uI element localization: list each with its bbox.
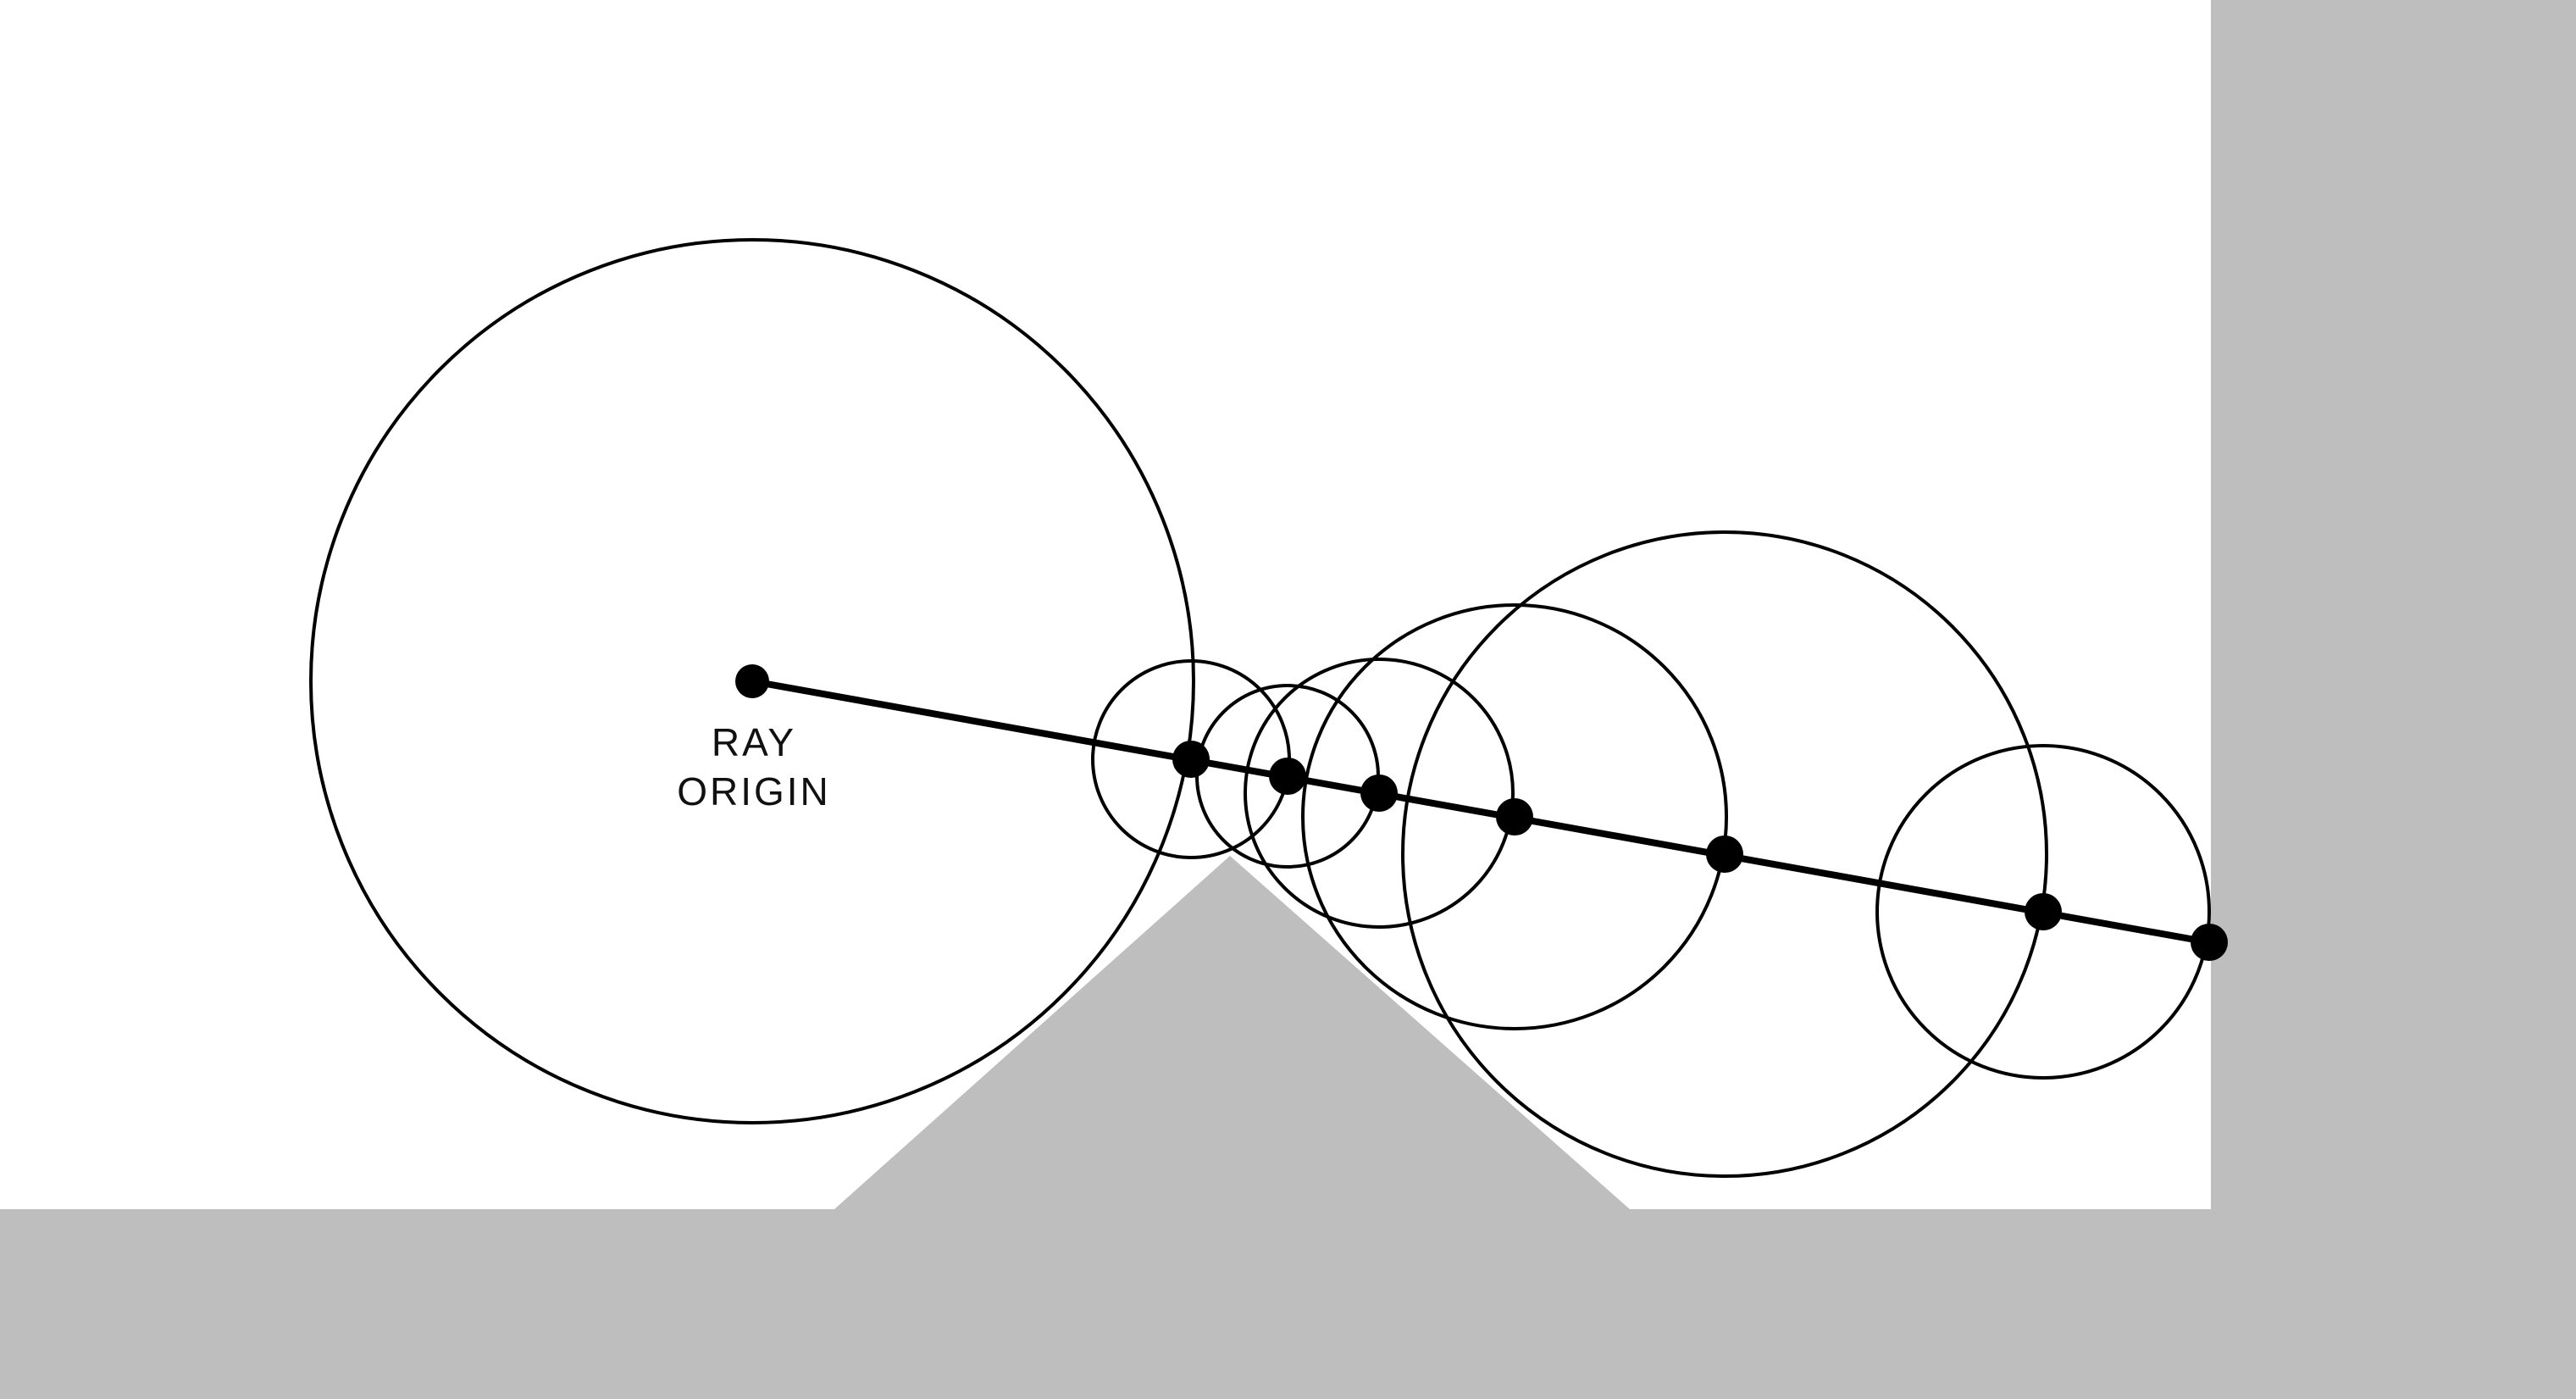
distance-circle-1 — [309, 238, 1195, 1124]
distance-circles — [309, 238, 2211, 1178]
ray-path — [749, 678, 2213, 946]
march-point-2 — [1269, 758, 1306, 795]
march-point-1 — [1172, 741, 1210, 778]
march-point-3 — [1360, 774, 1398, 812]
distance-circle-5 — [1301, 603, 1728, 1030]
distance-circle-4 — [1244, 658, 1515, 929]
ray-origin-point — [735, 664, 769, 698]
ray-origin-label-line1: RAY — [712, 720, 796, 764]
march-point-7 — [2191, 924, 2228, 961]
march-point-6 — [2025, 893, 2062, 930]
march-point-5 — [1706, 836, 1743, 873]
distance-circle-7 — [1875, 744, 2211, 1080]
ray-line — [749, 678, 2213, 946]
distance-circle-6 — [1401, 530, 2048, 1178]
ray-origin-label-line2: ORIGIN — [677, 769, 831, 813]
march-point-4 — [1496, 798, 1533, 836]
march-points — [735, 664, 2228, 961]
